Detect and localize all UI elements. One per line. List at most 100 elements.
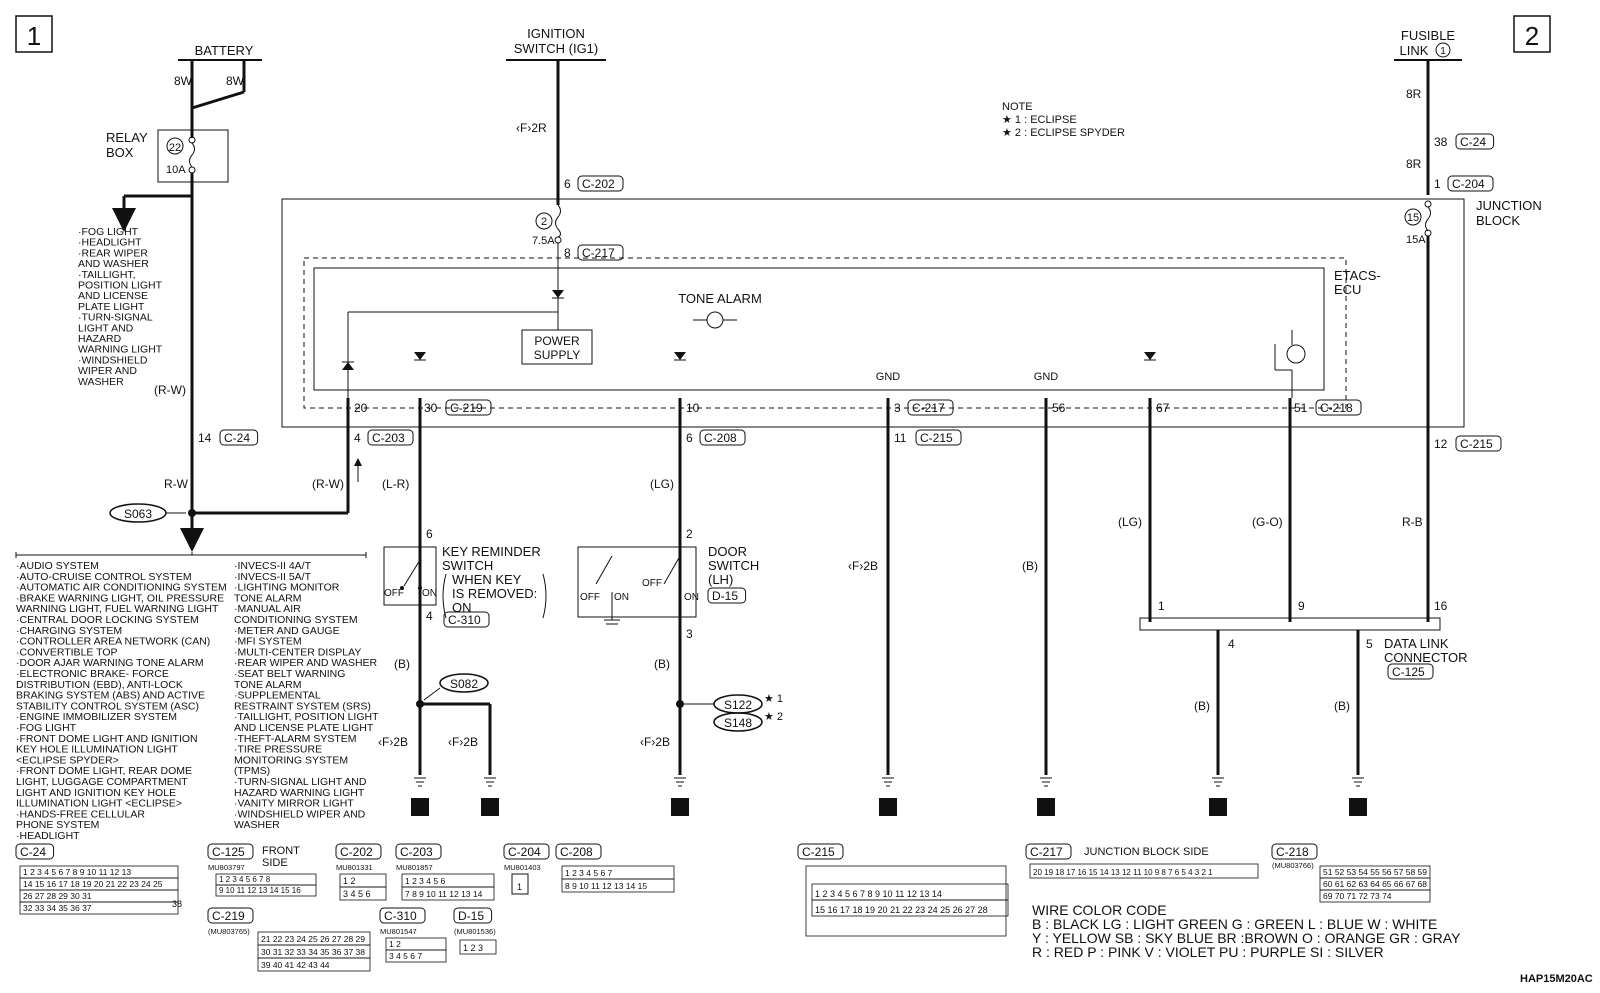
svg-text:(LH): (LH): [708, 572, 733, 587]
connector-id: C-219: [212, 909, 245, 923]
svg-text:SUPPLY: SUPPLY: [534, 348, 580, 362]
connector-pins: 1 2 3 4 5 6 7: [565, 868, 613, 878]
svg-text:S082: S082: [450, 677, 478, 691]
svg-text:1: 1: [27, 21, 41, 51]
pin-number: 11: [894, 431, 907, 445]
connector-pins: 1 2 3 4 5 6 7 8 9 10 11 12 13 14: [815, 889, 942, 899]
svg-text:FUSIBLE: FUSIBLE: [1401, 28, 1456, 43]
connector-id: C-24: [224, 431, 250, 445]
svg-text:R : RED P : PINK V : VIO: R : RED P : PINK V : VIOLET PU : PURPLE …: [1032, 944, 1384, 960]
svg-text:S148: S148: [724, 716, 752, 730]
system-item: ·CONVERTIBLE TOP: [16, 646, 118, 658]
svg-text:(B): (B): [1194, 699, 1210, 713]
fog-list-item: PLATE LIGHT: [78, 301, 145, 313]
fog-list-item: ·WINDSHIELD: [78, 354, 148, 366]
svg-text:(B): (B): [1022, 559, 1038, 573]
svg-text:15: 15: [1407, 212, 1419, 224]
pin-number: 12: [1434, 437, 1448, 451]
svg-text:OFF: OFF: [642, 578, 662, 589]
connector-id: C-202: [582, 177, 615, 191]
connector-pins: 26 27 28 29 30 31: [23, 891, 92, 901]
system-item: HAZARD WARNING LIGHT: [234, 787, 365, 799]
svg-text:16: 16: [1434, 599, 1448, 613]
connector-id: C-215: [802, 845, 835, 859]
svg-text:(B): (B): [1334, 699, 1350, 713]
pin-number: 6: [564, 177, 571, 191]
svg-text:(LG): (LG): [1118, 515, 1142, 529]
svg-text:S122: S122: [724, 698, 752, 712]
connector-pins: 1 2 3: [463, 943, 483, 953]
pin-number: 6: [686, 431, 693, 445]
system-item: ·AUDIO SYSTEM: [16, 560, 99, 572]
system-item: BRAKING SYSTEM (ABS) AND ACTIVE: [16, 690, 205, 702]
svg-text:22: 22: [169, 142, 181, 154]
part-number: (MU803765): [208, 927, 250, 936]
connector-pins: 3 4 5 6: [343, 889, 371, 899]
part-number: MU801403: [504, 863, 541, 872]
fog-list-item: ·TURN-SIGNAL: [78, 312, 153, 324]
system-item: ·REAR WIPER AND WASHER: [234, 657, 378, 669]
connector-id: C-310: [448, 613, 481, 627]
page-marker-left: 1: [15, 15, 53, 53]
wire-label: 8W: [174, 74, 193, 88]
system-item: WARNING LIGHT, FUEL WARNING LIGHT: [16, 603, 219, 615]
svg-text:B : BLACK LG : LIGHT GREEN: B : BLACK LG : LIGHT GREEN G : GREEN L :…: [1032, 916, 1437, 932]
svg-text:(B): (B): [394, 657, 410, 671]
svg-text:Y : YELLOW SB : SKY BLUE: Y : YELLOW SB : SKY BLUE BR :BROWN O : O…: [1032, 930, 1461, 946]
connector-pins: 7 8 9 10 11 12 13 14: [405, 889, 483, 899]
svg-text:ON: ON: [422, 588, 437, 599]
system-item: (TPMS): [234, 765, 270, 777]
connector-pins: 69 70 71 72 73 74: [1323, 891, 1392, 901]
wire-color-labels: (R-W) R-W (R-W) (L-R) (LG) (B) (B) (B) (…: [154, 383, 1423, 749]
splice-dot: [416, 700, 424, 708]
key-reminder-switch: KEY REMINDER SWITCH WHEN KEY IS REMOVED:…: [383, 527, 547, 623]
svg-text:‹F›2B: ‹F›2B: [448, 735, 478, 749]
svg-text:(R-W): (R-W): [312, 477, 344, 491]
connector-pins: 30 31 32 33 34 35 36 37 38: [261, 947, 365, 957]
svg-text:DATA LINK: DATA LINK: [1384, 636, 1449, 651]
svg-text:GND: GND: [876, 371, 901, 383]
pin-number: 30: [424, 401, 438, 415]
svg-text:2: 2: [686, 527, 693, 541]
connector-pins: 51 52 53 54 55 56 57 58 59: [1323, 867, 1427, 877]
svg-text:BATTERY: BATTERY: [195, 43, 254, 58]
fog-list-item: LIGHT AND: [78, 322, 134, 334]
svg-text:10A: 10A: [166, 164, 186, 176]
connector-pins: 1 2 3 4 5 6 7 8 9 10 11 12 13: [23, 867, 131, 877]
svg-text:ON: ON: [614, 592, 629, 603]
system-item: LIGHT AND IGNITION KEY HOLE: [16, 787, 176, 799]
connector-pins: 9 10 11 12 13 14 15 16: [219, 886, 301, 895]
system-item: TONE ALARM: [234, 592, 302, 604]
system-item: ·SUPPLEMENTAL: [234, 690, 321, 702]
wire-runs: [180, 190, 1430, 775]
svg-text:SWITCH: SWITCH: [442, 558, 493, 573]
connector-pins: 14 15 16 17 18 19 20 21 22 23 24 25: [23, 879, 163, 889]
system-item: MONITORING SYSTEM: [234, 754, 348, 766]
system-item: KEY HOLE ILLUMINATION LIGHT: [16, 744, 178, 756]
system-item: STABILITY CONTROL SYSTEM (ASC): [16, 700, 199, 712]
part-number: MU801857: [396, 863, 433, 872]
svg-text:IS REMOVED:: IS REMOVED:: [452, 586, 537, 601]
svg-text:(G-O): (G-O): [1252, 515, 1283, 529]
svg-text:CONNECTOR: CONNECTOR: [1384, 650, 1468, 665]
fog-list-item: ·FOG LIGHT: [78, 226, 139, 238]
connector-id: C-218: [1276, 845, 1309, 859]
part-number: MU801331: [336, 863, 373, 872]
connector-pins: 21 22 23 24 25 26 27 28 29: [261, 934, 365, 944]
svg-text:BLOCK: BLOCK: [1476, 213, 1520, 228]
note: NOTE ★ 1 : ECLIPSE ★ 2 : ECLIPSE SPYDER: [1002, 101, 1125, 139]
wire-label: 8W: [226, 74, 245, 88]
system-item: ·SEAT BELT WARNING: [234, 668, 345, 680]
svg-text:‹F›2R: ‹F›2R: [516, 121, 547, 135]
system-item: ·INVECS-II 4A/T: [234, 560, 312, 572]
side-label: JUNCTION BLOCK SIDE: [1084, 846, 1209, 858]
connector-id: C-202: [340, 845, 373, 859]
svg-text:IGNITION: IGNITION: [527, 26, 585, 41]
system-item: ·FOG LIGHT: [16, 722, 77, 734]
svg-text:★ 2 : ECLIPSE SPYDER: ★ 2 : ECLIPSE SPYDER: [1002, 127, 1125, 139]
svg-text:★ 2: ★ 2: [764, 711, 783, 723]
connector-id: C-208: [704, 431, 737, 445]
data-link-connector: DATA LINK CONNECTOR 1 9 16 4 5: [1139, 599, 1468, 665]
svg-text:5: 5: [1366, 637, 1373, 651]
